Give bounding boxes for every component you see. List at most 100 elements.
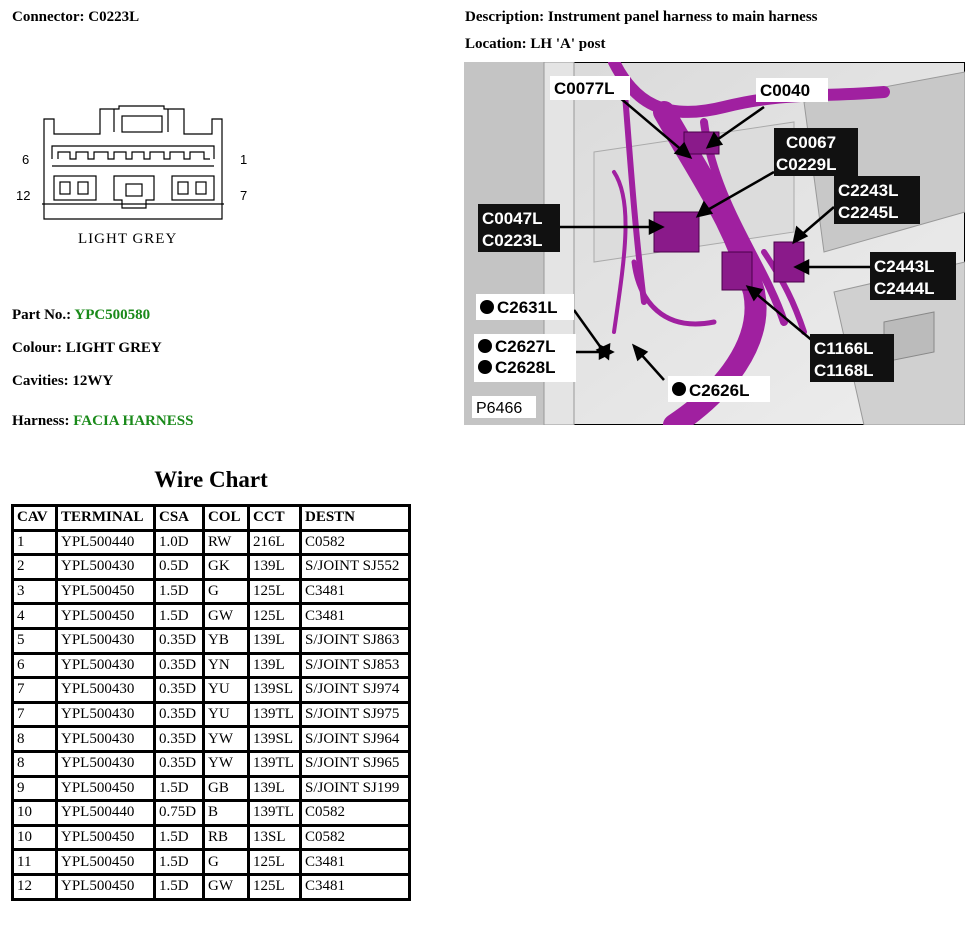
header-cct: CCT <box>250 507 299 529</box>
cell-terminal: YPL500450 <box>58 777 153 800</box>
callout-c1166l: C1166L <box>814 339 874 358</box>
cell-cav: 8 <box>14 752 55 775</box>
pin-number-7: 7 <box>240 188 247 203</box>
location-photo: C0077L C0040 C0067 C0229L C0047L C0223L … <box>464 62 965 425</box>
cell-cct: 139TL <box>250 752 299 775</box>
pin-number-6: 6 <box>22 152 29 167</box>
cell-csa: 1.5D <box>156 605 202 627</box>
description-label: Description: <box>465 9 545 25</box>
harness-link[interactable]: FACIA HARNESS <box>73 413 194 429</box>
cell-destn: C0582 <box>302 826 408 849</box>
pinout-caption: LIGHT GREY <box>78 231 177 247</box>
header-terminal: TERMINAL <box>58 507 153 529</box>
wire-chart-header-row: CAV TERMINAL CSA COL CCT DESTN <box>14 507 408 529</box>
cell-cav: 12 <box>14 875 55 898</box>
cell-destn: S/JOINT SJ199 <box>302 777 408 800</box>
cell-destn: C3481 <box>302 875 408 898</box>
connector-value: C0223L <box>88 9 140 25</box>
cell-csa: 0.35D <box>156 703 202 726</box>
cell-destn: S/JOINT SJ863 <box>302 629 408 652</box>
connector-label: Connector: <box>12 9 85 25</box>
cell-col: B <box>205 802 247 824</box>
header-cav: CAV <box>14 507 55 529</box>
cell-destn: S/JOINT SJ552 <box>302 556 408 578</box>
callout-c2243l: C2243L <box>838 181 898 200</box>
cell-terminal: YPL500450 <box>58 605 153 627</box>
cell-terminal: YPL500430 <box>58 556 153 578</box>
cell-cav: 1 <box>14 531 55 554</box>
cell-terminal: YPL500430 <box>58 752 153 775</box>
cell-terminal: YPL500430 <box>58 728 153 750</box>
header-col: COL <box>205 507 247 529</box>
header-csa: CSA <box>156 507 202 529</box>
cell-csa: 1.5D <box>156 851 202 873</box>
cavities-value: 12WY <box>72 373 114 389</box>
callout-c2245l: C2245L <box>838 203 898 222</box>
callout-c2626l: C2626L <box>689 381 749 400</box>
cell-cav: 10 <box>14 826 55 849</box>
cell-destn: C3481 <box>302 851 408 873</box>
description-value: Instrument panel harness to main harness <box>547 9 818 25</box>
cell-cav: 11 <box>14 851 55 873</box>
cell-cct: 139TL <box>250 802 299 824</box>
cell-destn: S/JOINT SJ965 <box>302 752 408 775</box>
cell-col: YB <box>205 629 247 652</box>
callout-c0047l: C0047L <box>482 209 542 228</box>
colour-value: LIGHT GREY <box>65 340 162 356</box>
cell-terminal: YPL500430 <box>58 629 153 652</box>
cell-terminal: YPL500440 <box>58 802 153 824</box>
colour-label: Colour: <box>12 340 62 356</box>
cell-cct: 125L <box>250 875 299 898</box>
cell-csa: 0.35D <box>156 679 202 701</box>
callout-c0077l: C0077L <box>554 79 614 98</box>
cell-destn: S/JOINT SJ853 <box>302 654 408 677</box>
cell-destn: C3481 <box>302 580 408 603</box>
cell-cct: 125L <box>250 605 299 627</box>
callout-c2628l: C2628L <box>495 358 555 377</box>
cell-csa: 1.5D <box>156 580 202 603</box>
cell-csa: 0.5D <box>156 556 202 578</box>
cell-col: YW <box>205 728 247 750</box>
cell-cct: 139L <box>250 629 299 652</box>
callout-c0223l: C0223L <box>482 231 542 250</box>
callout-c1168l: C1168L <box>814 361 874 380</box>
colour-line: Colour: LIGHT GREY <box>12 340 162 357</box>
cell-terminal: YPL500450 <box>58 851 153 873</box>
location-label: Location: <box>465 36 527 52</box>
cell-cav: 5 <box>14 629 55 652</box>
cavities-line: Cavities: 12WY <box>12 373 113 390</box>
cell-cct: 139L <box>250 654 299 677</box>
part-number-link[interactable]: YPC500580 <box>74 307 151 323</box>
cell-terminal: YPL500450 <box>58 580 153 603</box>
cell-cav: 10 <box>14 802 55 824</box>
pin-number-1: 1 <box>240 152 247 167</box>
cell-terminal: YPL500430 <box>58 679 153 701</box>
cell-csa: 0.35D <box>156 654 202 677</box>
cell-csa: 1.5D <box>156 777 202 800</box>
cell-cct: 139SL <box>250 679 299 701</box>
cell-col: YU <box>205 703 247 726</box>
cell-col: GW <box>205 875 247 898</box>
cell-col: RW <box>205 531 247 554</box>
cell-terminal: YPL500450 <box>58 826 153 849</box>
harness-label: Harness: <box>12 413 70 429</box>
wire-chart-title: Wire Chart <box>154 467 268 492</box>
cell-terminal: YPL500450 <box>58 875 153 898</box>
cell-csa: 0.35D <box>156 752 202 775</box>
part-number-label: Part No.: <box>12 307 72 323</box>
cell-destn: S/JOINT SJ964 <box>302 728 408 750</box>
part-number-line: Part No.: YPC500580 <box>12 307 150 324</box>
cell-terminal: YPL500430 <box>58 703 153 726</box>
cell-cav: 2 <box>14 556 55 578</box>
connector-title: Connector: C0223L <box>12 9 139 26</box>
callout-c0067: C0067 <box>786 133 836 152</box>
callout-c2443l: C2443L <box>874 257 934 276</box>
